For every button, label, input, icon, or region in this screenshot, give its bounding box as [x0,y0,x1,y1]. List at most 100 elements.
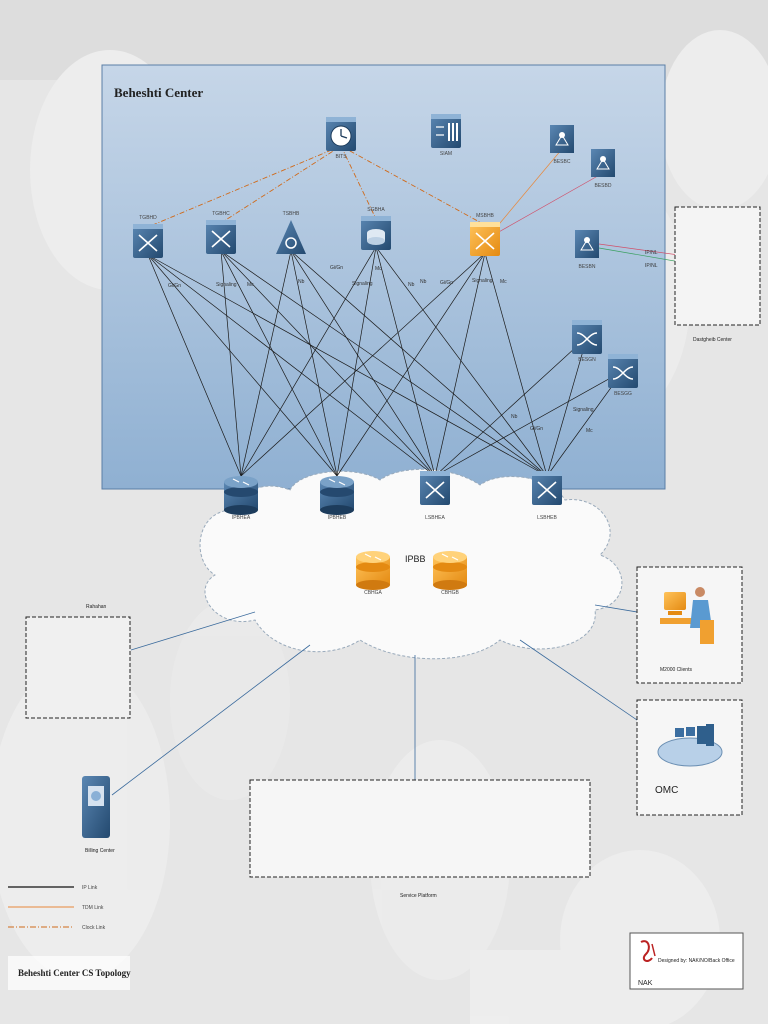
msc-icon [470,222,500,256]
link-tag: Signaling [352,281,373,287]
link-tag: Mc [247,282,254,288]
ipbb-label: IPBB [405,554,426,564]
node-besbd: BESBD [591,149,615,189]
ip-link [220,250,548,477]
link-tag: Gi/Gn [330,265,343,271]
ip-link [336,246,377,477]
legend-item-tdm-link: TDM Link [8,905,104,911]
omc-link [519,639,638,721]
credit-logo-text: NAK [638,980,653,987]
node-label: CBHGB [441,590,459,596]
ipbb-cloud [199,468,623,660]
link-tag: Nb [298,279,305,285]
node-label: SIAM [440,151,452,157]
node-besbn: BESBN [575,230,599,270]
service-platform-box [249,779,591,878]
link-layer [111,145,716,796]
node-cbhga: CBHGA [356,551,390,596]
legend-item-ip-link: IP Link [8,885,98,891]
node-label: MSBHB [476,213,494,219]
lan-switch-icon [420,471,450,505]
node-sgbha: SGBHA [361,207,391,250]
ip-link [434,336,588,477]
clock-link [220,145,342,224]
node-label: BESBC [554,159,571,165]
billing-center-label: Billing Center [85,848,115,854]
node-label: BITS [335,154,347,160]
ip-link [147,254,548,477]
node-label: TGBHC [212,211,230,217]
rahahan-title: Rahahan [86,604,107,610]
node-label: TSBHB [283,211,300,217]
m2000-clients-label: M2000 Clients [660,667,692,673]
ip-link [240,246,377,477]
legend-item-clock-link: Clock Link [8,925,106,931]
router-icon [224,476,258,515]
media-gateway-icon [133,224,163,258]
ip-link [375,246,436,477]
ip-link [290,250,436,477]
signaling-icon [431,114,461,148]
tdm-link [496,172,604,234]
clock-link [147,145,342,228]
node-cbhgb: CBHGB [433,551,467,596]
m2000-link [594,604,638,613]
link-tag: Mc [500,279,507,285]
link-tag: Mc [586,428,593,434]
ip-link [546,336,588,477]
legend-label: IP Link [82,885,98,891]
dastgheib-center-box [674,206,761,326]
dastgheib-link-tag: IP/NL [645,263,658,269]
node-tgbhc: TGBHC [206,211,236,254]
node-tgbhd: TGBHD [133,215,163,258]
node-label: BESGG [614,391,632,397]
link-tag: Signaling [216,282,237,288]
link-tag: Gi/Gn [530,426,543,432]
ip-link [484,252,548,477]
rahahan-box [25,616,131,719]
node-siam: SIAM [431,114,461,157]
node-ipbheb: IPBHEB [320,476,354,521]
legend-label: Clock Link [82,925,106,931]
link-tag: Nb [511,414,518,420]
switch-icon [572,320,602,354]
link-tag: Gi/Gn [168,283,181,289]
node-besgg: BESGG [608,354,638,397]
ip-link [546,370,624,477]
core-router-icon [433,551,467,590]
transit-server-icon [276,220,306,254]
node-label: IPBHEB [328,515,347,521]
ip-link [240,252,486,477]
lan-switch-icon [532,471,562,505]
node-label: CBHGA [364,590,382,596]
omc-label: OMC [655,785,678,796]
node-lsbheb: LSBHEB [532,471,562,521]
node-label: IPBHEA [232,515,251,521]
core-router-icon [356,551,390,590]
ip-link [290,250,548,477]
link-tag: Nb [420,279,427,285]
switch-icon [608,354,638,388]
page-title: Beheshti Center [114,85,203,100]
node-label: TGBHD [139,215,157,221]
ip-link [375,246,548,477]
omc-icon [657,724,723,767]
node-label: BESBN [579,264,596,270]
node-lsbhea: LSBHEA [420,471,450,521]
footer-title: Beheshti Center CS Topology [18,968,131,978]
rahahan-link [130,611,256,651]
bsc-icon [550,125,574,153]
link-tag: Signaling [573,407,594,413]
service-platform-title: Service Platform [400,893,437,899]
clock-link [340,145,486,226]
node-label: BESGN [578,357,596,363]
node-tsbhb: TSBHB [276,211,306,254]
ip-link [336,252,486,477]
m2000-client-icon [660,587,714,644]
footer-title-box [8,956,130,990]
ip-link [147,254,338,477]
billing-link [111,644,311,796]
link-tag: Signaling [472,278,493,284]
router-icon [320,476,354,515]
